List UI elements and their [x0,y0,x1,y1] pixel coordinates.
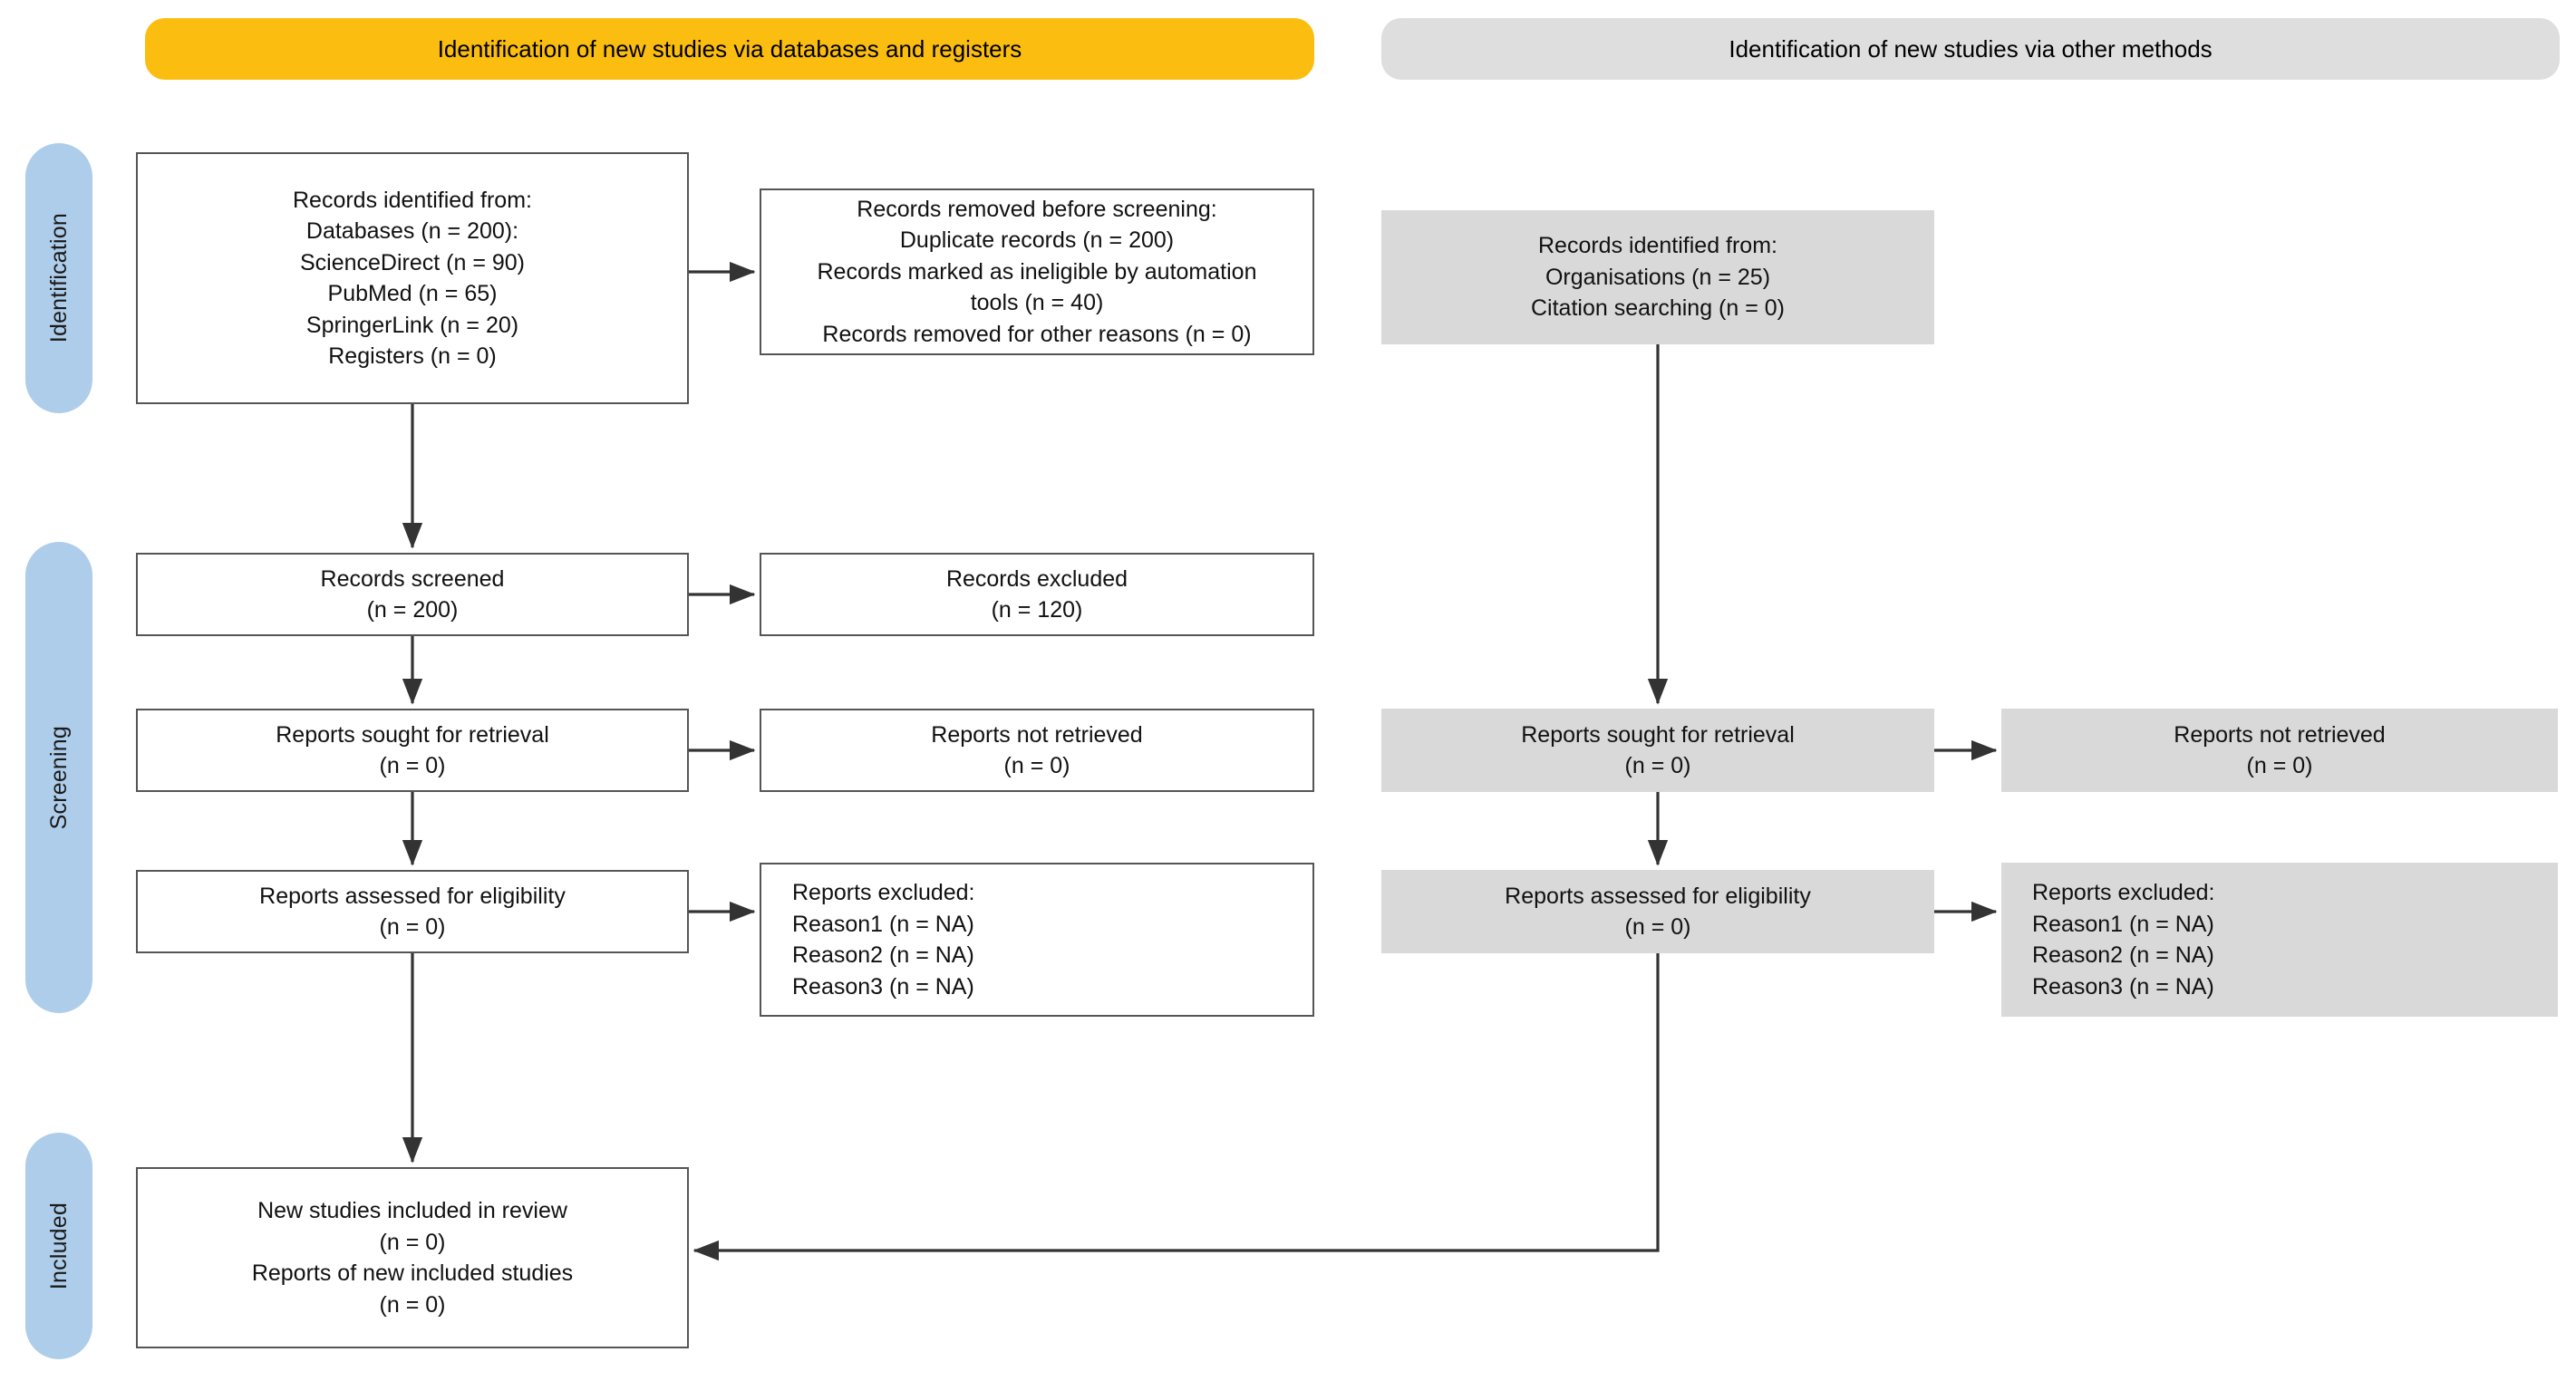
records-removed-line-4: tools (n = 40) [970,290,1104,316]
other-reports-excluded-line-1: Reports excluded: [2032,880,2215,905]
reports-not-retrieved-line-2: (n = 0) [1003,753,1070,778]
new-studies-included-line-4: (n = 0) [379,1291,446,1318]
box-other-reports-not-retrieved: Reports not retrieved (n = 0) [2001,709,2558,792]
records-removed-line-3: Records marked as ineligible by automati… [817,258,1257,285]
other-reports-not-retrieved-line-2: (n = 0) [2246,753,2313,778]
other-reports-not-retrieved-line-1: Reports not retrieved [2174,721,2386,748]
box-records-identified-databases: Records identified from: Databases (n = … [136,152,689,404]
reports-sought-line-2: (n = 0) [379,753,446,778]
other-reports-eligibility-line-1: Reports assessed for eligibility [1505,883,1811,909]
new-studies-included-line-3: Reports of new included studies [251,1260,574,1286]
records-excluded-line-2: (n = 120) [991,597,1083,623]
records-removed-line-5: Records removed for other reasons (n = 0… [822,321,1252,347]
box-reports-not-retrieved: Reports not retrieved (n = 0) [760,709,1314,792]
reports-sought-line-1: Reports sought for retrieval [276,721,549,748]
new-studies-included-line-1: New studies included in review [257,1198,567,1223]
records-removed-line-1: Records removed before screening: [857,196,1217,222]
reports-excluded-line-1: Reports excluded: [792,880,975,905]
box-records-removed-before-screening: Records removed before screening: Duplic… [760,188,1314,355]
reports-excluded-line-2: Reason1 (n = NA) [792,911,974,937]
other-reports-sought-line-1: Reports sought for retrieval [1521,721,1795,748]
box-other-reports-assessed-for-eligibility: Reports assessed for eligibility (n = 0) [1381,870,1934,953]
stage-label-identification-text: Identification [45,213,72,343]
other-records-identified-line-2: Organisations (n = 25) [1545,264,1771,290]
other-reports-excluded-line-3: Reason2 (n = NA) [2032,942,2214,968]
reports-excluded-line-3: Reason2 (n = NA) [792,942,974,968]
stage-label-screening: Screening [25,542,92,1013]
box-reports-excluded-reasons: Reports excluded: Reason1 (n = NA) Reaso… [760,863,1314,1017]
stage-label-included: Included [25,1133,92,1359]
box-new-studies-included-in-review: New studies included in review (n = 0) R… [136,1167,689,1348]
other-reports-eligibility-line-2: (n = 0) [1624,914,1691,940]
header-databases-registers: Identification of new studies via databa… [145,18,1314,80]
reports-eligibility-line-2: (n = 0) [379,914,446,940]
other-reports-excluded-line-4: Reason3 (n = NA) [2032,973,2214,1000]
stage-label-identification: Identification [25,143,92,413]
box-records-identified-other-methods: Records identified from: Organisations (… [1381,210,1934,344]
records-identified-line-5: SpringerLink (n = 20) [305,312,519,338]
box-records-excluded: Records excluded (n = 120) [760,553,1314,636]
records-removed-line-2: Duplicate records (n = 200) [899,227,1175,254]
box-other-reports-sought-for-retrieval: Reports sought for retrieval (n = 0) [1381,709,1934,792]
other-records-identified-line-3: Citation searching (n = 0) [1530,295,1785,322]
box-records-screened: Records screened (n = 200) [136,553,689,636]
records-identified-line-4: PubMed (n = 65) [327,281,498,306]
box-other-reports-excluded-reasons: Reports excluded: Reason1 (n = NA) Reaso… [2001,863,2558,1017]
records-screened-line-1: Records screened [320,565,505,592]
box-reports-assessed-for-eligibility: Reports assessed for eligibility (n = 0) [136,870,689,953]
header-other-methods: Identification of new studies via other … [1381,18,2560,80]
new-studies-included-line-2: (n = 0) [379,1229,446,1255]
records-identified-line-1: Records identified from: [292,187,532,213]
box-reports-sought-for-retrieval: Reports sought for retrieval (n = 0) [136,709,689,792]
records-identified-line-2: Databases (n = 200): [305,218,519,244]
records-screened-line-2: (n = 200) [366,597,459,623]
records-excluded-line-1: Records excluded [945,565,1128,592]
other-records-identified-line-1: Records identified from: [1537,233,1777,259]
other-reports-sought-line-2: (n = 0) [1624,753,1691,778]
other-reports-excluded-line-2: Reason1 (n = NA) [2032,911,2214,937]
reports-not-retrieved-line-1: Reports not retrieved [931,721,1143,748]
records-identified-line-6: Registers (n = 0) [328,343,497,369]
reports-eligibility-line-1: Reports assessed for eligibility [259,883,566,909]
stage-label-screening-text: Screening [45,725,72,830]
stage-label-included-text: Included [45,1202,72,1290]
records-identified-line-3: ScienceDirect (n = 90) [299,249,526,275]
reports-excluded-line-4: Reason3 (n = NA) [792,973,974,1000]
